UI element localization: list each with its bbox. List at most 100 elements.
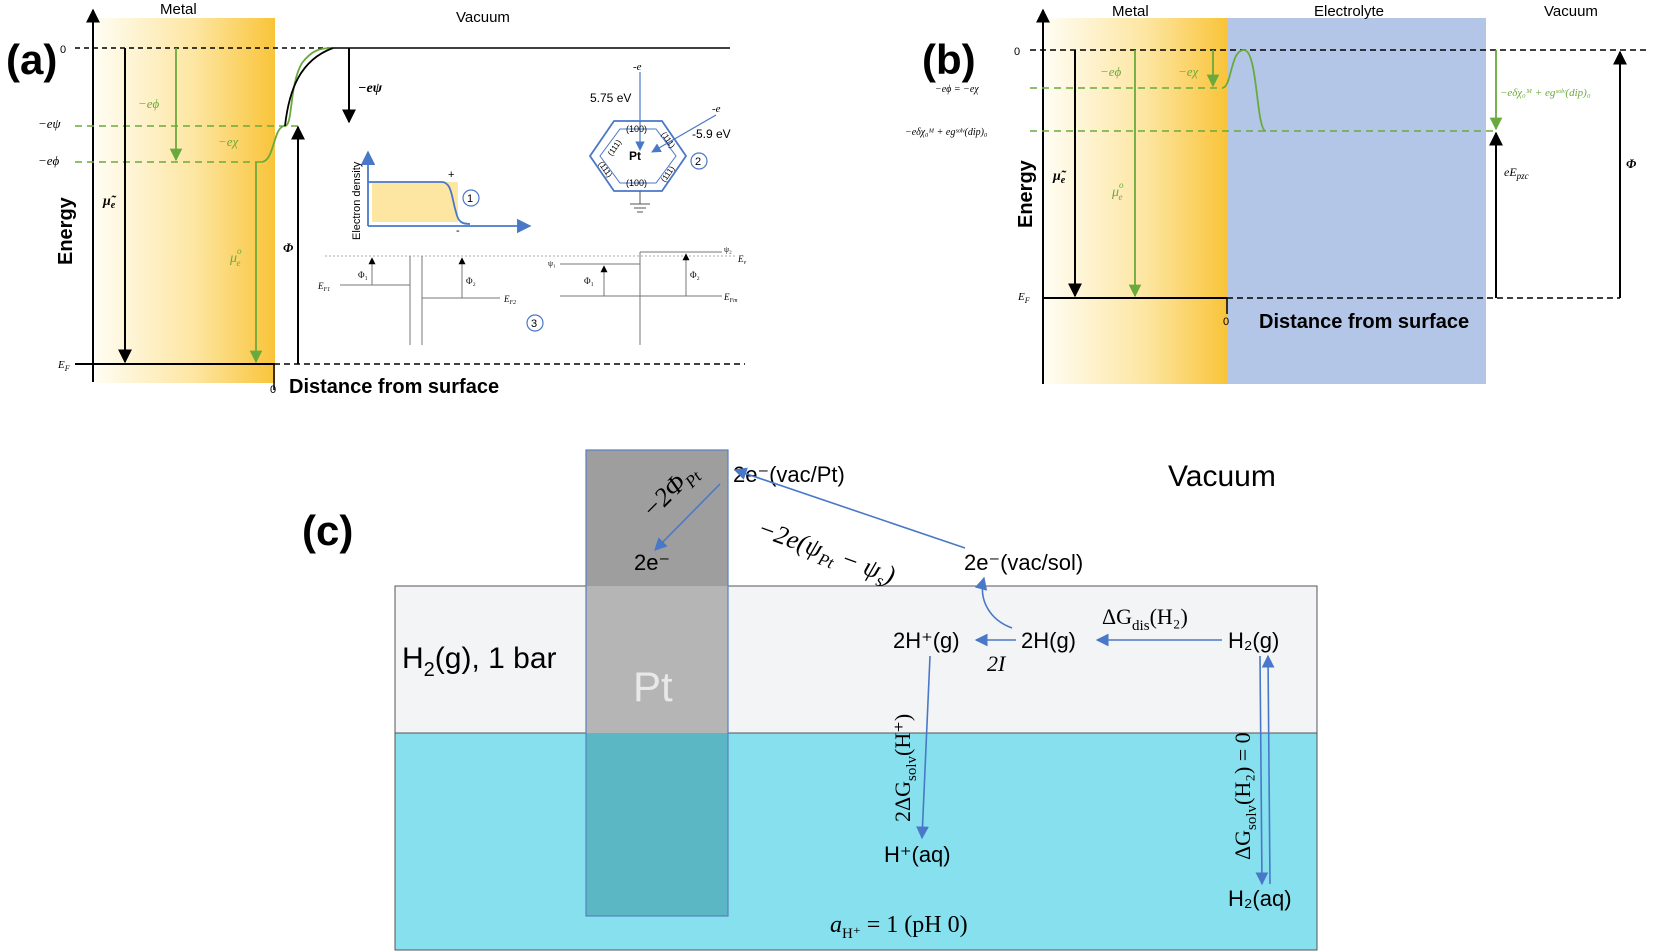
Phi-label: Φ bbox=[283, 240, 294, 255]
arrow-psi bbox=[733, 467, 966, 549]
gas-label: H2(g), 1 bar bbox=[402, 642, 557, 681]
inset-3-efm: EFm bbox=[723, 292, 738, 304]
arrow-2phi bbox=[654, 483, 721, 551]
region-metal-label: Metal bbox=[160, 1, 197, 18]
inset-3-number: 3 bbox=[531, 318, 537, 330]
region-vacuum-c-label: Vacuum bbox=[1168, 460, 1276, 493]
inset-3-psi1: ψ₁ bbox=[548, 259, 556, 268]
node-vac-sol: 2e⁻(vac/sol) bbox=[964, 550, 1083, 575]
panel-b-label: (b) bbox=[922, 36, 976, 83]
ephi-echi-label: −eϕ = −eχ bbox=[935, 84, 979, 95]
epsi-right-label: −eψ bbox=[358, 81, 383, 96]
panel-b: (b) Metal Electrolyte Vacuum Energy Dist… bbox=[905, 3, 1648, 384]
inset-1-electron-density: Electron density + - 1 bbox=[351, 150, 532, 240]
arrow-solv-h-label: 2ΔGsolv(H⁺) bbox=[890, 714, 920, 822]
y-axis-label: Energy bbox=[55, 196, 77, 265]
inset-2-number: 2 bbox=[695, 156, 701, 168]
panel-c: (c) Vacuum H2(g), 1 bar Pt 2e⁻(vac/Pt) 2… bbox=[302, 449, 1318, 951]
potential-bump-b bbox=[1221, 49, 1267, 132]
inset-2-top-e: -e bbox=[633, 61, 642, 73]
surface-potential-curve bbox=[261, 47, 334, 163]
arrow-solv-h2-up bbox=[1261, 654, 1275, 885]
inset-2-energy-1: 5.75 eV bbox=[590, 91, 631, 105]
echi-green-b-label: −eχ bbox=[1178, 64, 1199, 79]
inset-3-phi2b: Φ₂ bbox=[690, 270, 700, 280]
inset-1-density-curve bbox=[368, 181, 471, 225]
inset-1-fill bbox=[372, 182, 458, 222]
region-vacuum-label: Vacuum bbox=[456, 9, 510, 26]
panel-c-label: (c) bbox=[302, 507, 353, 554]
metal-region-b bbox=[1045, 18, 1227, 384]
inset-3-ef1: EF1 bbox=[317, 281, 330, 293]
node-h2g: H₂(g) bbox=[1228, 628, 1279, 653]
epzc-label: eEpzc bbox=[1504, 165, 1529, 181]
tick-zero: 0 bbox=[60, 44, 66, 56]
inset-3-labels: Φ₁ Φ₂ EF1 EF2 ψ₁ ψ₂ Φ₁ Φ₂ Ev EFm 3 bbox=[317, 245, 747, 332]
arrow-ionize-up bbox=[974, 576, 1013, 629]
inset-3-ev: Ev bbox=[737, 254, 747, 266]
x-origin-b: 0 bbox=[1223, 316, 1229, 328]
node-2h: 2H(g) bbox=[1021, 628, 1076, 653]
panel-a: (a) Metal Vacuum Energy Distance from su… bbox=[6, 1, 747, 398]
inset-3-band-diagram bbox=[325, 251, 735, 345]
neg-epsi-left-label: −eψ bbox=[38, 116, 62, 131]
vacuum-potential-curve bbox=[284, 47, 334, 127]
x-axis-b-label: Distance from surface bbox=[1259, 311, 1469, 333]
inset-3-number-circle bbox=[526, 314, 544, 332]
node-2e: 2e⁻ bbox=[634, 550, 670, 575]
arrow-psi-label: −2e(ψPt − ψs) bbox=[753, 513, 900, 593]
dip-left-label: −eδχ₀ᴹ + egˢᵒˡᵛ(dip)₀ bbox=[905, 127, 988, 138]
water-region bbox=[394, 732, 1318, 951]
inset-3-phi2: Φ₂ bbox=[466, 276, 476, 286]
node-vac-pt: 2e⁻(vac/Pt) bbox=[733, 462, 845, 487]
inset-2-facet-bottom: (100) bbox=[626, 178, 647, 188]
inset-2-number-circle bbox=[690, 152, 708, 170]
inset-2-hexagon-inner bbox=[599, 128, 677, 184]
ef-b-label: EF bbox=[1017, 291, 1030, 305]
x-axis-label: Distance from surface bbox=[289, 376, 499, 398]
inset-2-facet-top: (100) bbox=[626, 124, 647, 134]
inset-2-pt-hexagon: -e -e 5.75 eV -5.9 eV Pt (100) (100) (11… bbox=[588, 61, 731, 213]
ephi-green-label: −eϕ bbox=[138, 96, 160, 111]
arrow-ion-label: 2I bbox=[987, 651, 1007, 676]
activity-label: aH⁺ = 1 (pH 0) bbox=[830, 912, 968, 942]
neg-ephi-left-label: −eϕ bbox=[38, 153, 60, 168]
inset-3-phi1b: Φ₁ bbox=[584, 276, 594, 286]
arrow-solv-h bbox=[916, 655, 931, 840]
Phi-b-label: Φ bbox=[1626, 156, 1637, 171]
pt-electrode-water bbox=[586, 733, 728, 916]
inset-1-ylabel: Electron density bbox=[351, 161, 363, 240]
arrow-solv-h2-down bbox=[1255, 655, 1269, 886]
pt-label: Pt bbox=[633, 663, 673, 710]
inset-1-number: 1 bbox=[467, 193, 473, 205]
inset-3-psi2: ψ₂ bbox=[724, 245, 732, 254]
node-2hplus: 2H⁺(g) bbox=[893, 628, 960, 653]
pt-electrode-gas bbox=[586, 586, 728, 733]
inset-2-hexagon-outer bbox=[588, 120, 688, 192]
inset-2-side-electron-arrow bbox=[651, 114, 717, 153]
region-electrolyte-label: Electrolyte bbox=[1314, 3, 1384, 20]
pt-electrode-outline bbox=[585, 449, 729, 917]
metal-region bbox=[95, 18, 275, 383]
inset-1-minus: - bbox=[456, 225, 460, 237]
node-hplus-aq: H⁺(aq) bbox=[884, 842, 951, 867]
inset-2-center: Pt bbox=[629, 149, 641, 163]
inset-1-number-circle bbox=[462, 189, 480, 207]
y-axis-b-label: Energy bbox=[1015, 159, 1037, 228]
inset-3-phi1: Φ₁ bbox=[358, 270, 368, 280]
electrolyte-region bbox=[1227, 18, 1486, 384]
inset-2-right-e: -e bbox=[712, 103, 721, 115]
inset-1-plus: + bbox=[448, 169, 454, 181]
dip-right-label: −eδχ₀ᴹ + egˢᵒˡᵛ(dip)₀ bbox=[1500, 87, 1591, 99]
region-vacuum-b-label: Vacuum bbox=[1544, 3, 1598, 20]
inset-3-ef2: EF2 bbox=[503, 294, 516, 306]
region-metal-b-label: Metal bbox=[1112, 3, 1149, 20]
x-origin: 0 bbox=[270, 384, 276, 396]
inset-2-energy-2: -5.9 eV bbox=[692, 127, 731, 141]
ephi-green-b-label: −eϕ bbox=[1100, 64, 1122, 79]
ef-label: EF bbox=[57, 359, 70, 373]
